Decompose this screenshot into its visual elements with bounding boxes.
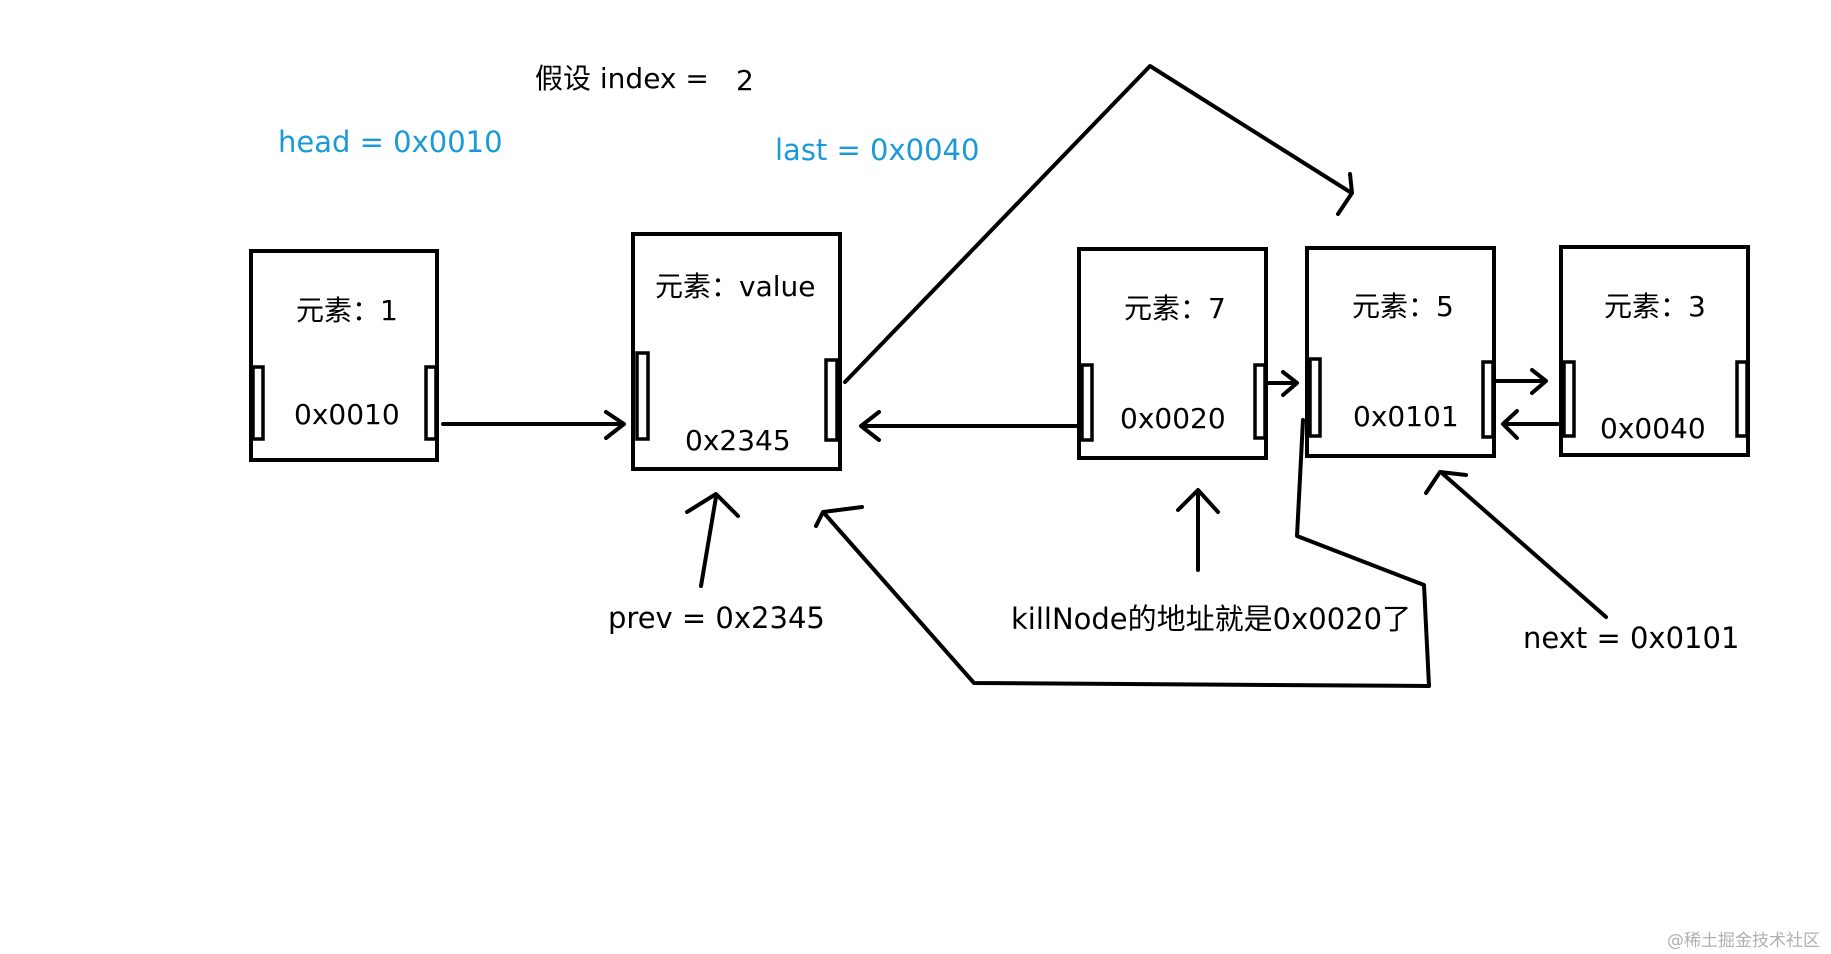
node-5: 元素：3 0x0040 bbox=[1559, 245, 1750, 457]
assume-index-label: 假设 index = bbox=[535, 62, 709, 95]
node-1-address: 0x0010 bbox=[294, 398, 400, 431]
node-2: 元素：value 0x2345 bbox=[631, 232, 842, 471]
arrow-node3-to-node2 bbox=[859, 410, 1078, 442]
node-3-address: 0x0020 bbox=[1120, 402, 1226, 435]
killnode-label: killNode的地址就是0x0020了 bbox=[1011, 602, 1411, 636]
node-5-left-port bbox=[1562, 360, 1576, 438]
arrow-node2-to-node4 bbox=[843, 64, 1354, 384]
node-4-address: 0x0101 bbox=[1353, 400, 1459, 433]
node-4-right-port bbox=[1481, 360, 1495, 439]
node-1: 元素：1 0x0010 bbox=[249, 249, 439, 462]
next-label: next = 0x0101 bbox=[1523, 621, 1739, 655]
node-2-address: 0x2345 bbox=[685, 424, 791, 457]
killnode-pointer-arrow bbox=[1176, 488, 1220, 572]
arrow-loop-node4-to-node2 bbox=[814, 418, 1431, 688]
node-4-left-port bbox=[1308, 357, 1322, 438]
node-3: 元素：7 0x0020 bbox=[1077, 247, 1268, 460]
node-5-right-port bbox=[1735, 360, 1749, 438]
prev-label: prev = 0x2345 bbox=[608, 601, 825, 635]
node-4-element: 元素：5 bbox=[1352, 290, 1454, 323]
node-5-element: 元素：3 bbox=[1604, 290, 1706, 323]
node-2-left-port bbox=[635, 351, 650, 441]
node-3-left-port bbox=[1080, 363, 1094, 442]
prev-pointer-arrow bbox=[685, 492, 740, 588]
node-3-element: 元素：7 bbox=[1124, 292, 1226, 325]
next-pointer-arrow bbox=[1424, 470, 1608, 619]
arrow-node4-to-node5 bbox=[1495, 368, 1548, 395]
arrow-node1-to-node2 bbox=[441, 410, 626, 440]
watermark-text: @稀土掘金技术社区 bbox=[1667, 931, 1820, 951]
node-4: 元素：5 0x0101 bbox=[1305, 246, 1496, 458]
last-label: last = 0x0040 bbox=[775, 133, 979, 167]
index-value-label: 2 bbox=[736, 64, 754, 97]
node-3-right-port bbox=[1253, 363, 1267, 440]
node-2-element: 元素：value bbox=[655, 270, 815, 303]
node-5-address: 0x0040 bbox=[1600, 412, 1706, 445]
node-1-left-port bbox=[251, 365, 265, 441]
node-1-element: 元素：1 bbox=[296, 294, 398, 327]
node-2-right-port bbox=[824, 358, 839, 442]
head-label: head = 0x0010 bbox=[278, 125, 503, 159]
arrow-node3-to-node4 bbox=[1266, 370, 1299, 397]
arrow-node5-to-node4 bbox=[1501, 409, 1560, 440]
node-1-right-port bbox=[424, 365, 438, 441]
